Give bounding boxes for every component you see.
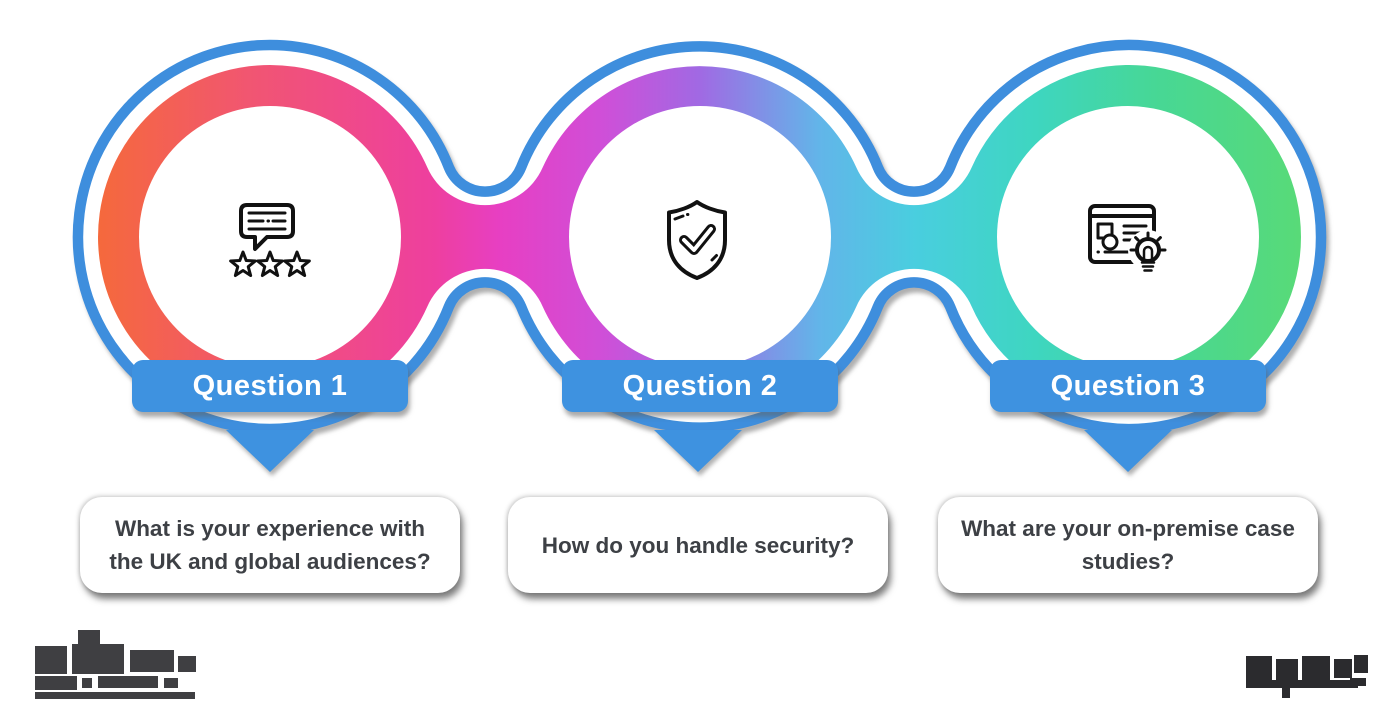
question-banner-3: Question 3 [990,360,1266,412]
chain-graphic [72,39,1327,435]
shield-check-icon [667,200,727,280]
question-card-3: What are your on-premise case studies? [938,497,1318,593]
question-banner-2: Question 2 [562,360,838,412]
circle-3 [997,106,1259,368]
pixelated-logo [35,630,196,699]
question-card-1-text: What is your experience with the UK and … [109,516,431,574]
question-card-2-text: How do you handle security? [541,532,855,558]
question-banner-1: Question 1 [132,360,408,412]
question-banner-1-label: Question 1 [192,369,348,402]
question-banner-2-label: Question 2 [622,369,778,402]
question-card-2: How do you handle security? [508,497,888,593]
question-banner-3-label: Question 3 [1050,369,1206,402]
pointer-arrow-2 [654,430,742,472]
pixelated-watermark [1246,655,1368,698]
pointer-arrow-1 [226,430,314,472]
question-card-1: What is your experience with the UK and … [80,497,460,593]
case-study-lightbulb-icon [1088,204,1168,272]
pointer-arrow-3 [1084,430,1172,472]
review-stars-icon [229,203,311,278]
question-card-3-text: What are your on-premise case studies? [961,516,1295,574]
